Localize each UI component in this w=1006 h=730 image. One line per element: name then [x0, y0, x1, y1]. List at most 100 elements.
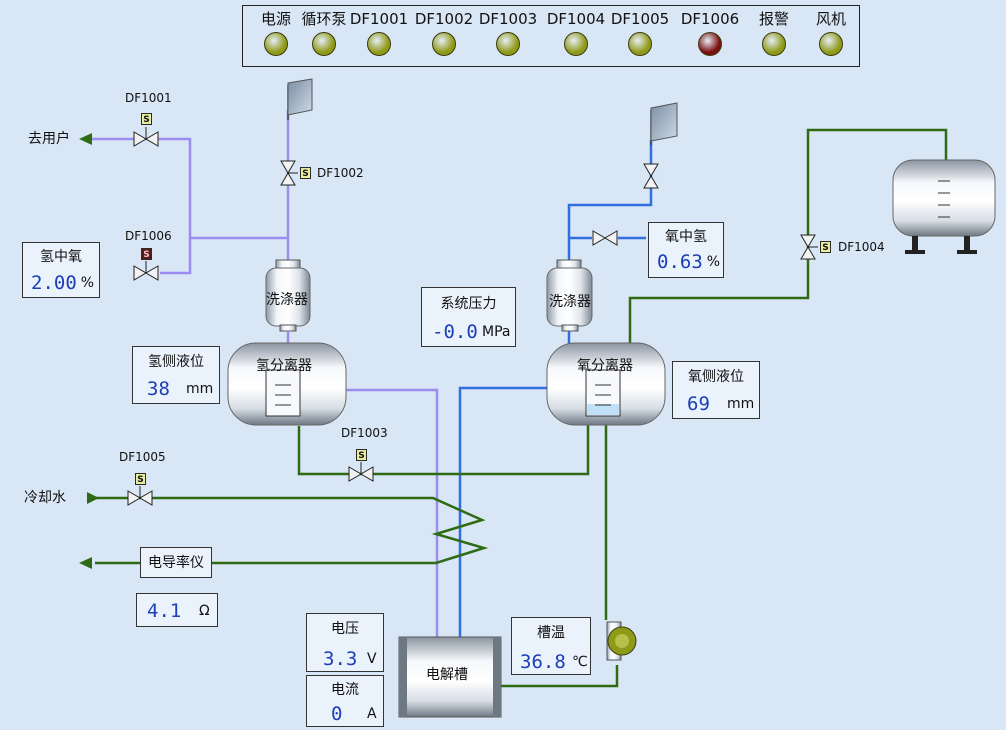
voltage-unit: V: [367, 651, 377, 667]
status-lamp-icon: [698, 32, 722, 56]
valve-df1005-solenoid[interactable]: S: [135, 473, 146, 485]
o2-in-h2-title: 氢中氧: [40, 249, 82, 265]
status-circulation-pump: 循环泵: [289, 8, 359, 56]
valve-icon: [127, 486, 153, 506]
o2-in-h2-unit: %: [80, 275, 95, 291]
h2-scrubber-label: 洗涤器: [266, 292, 308, 308]
valve-df1004-solenoid[interactable]: S: [820, 241, 831, 253]
h2-separator-vessel: [227, 342, 347, 426]
status-label: 循环泵: [301, 10, 347, 28]
valve-df1006-solenoid[interactable]: S: [141, 248, 152, 260]
valve-df1002-solenoid[interactable]: S: [300, 167, 311, 179]
h2-in-o2-readout: 氧中氢 0.63 %: [648, 222, 724, 278]
status-df1005: DF1005: [605, 8, 675, 56]
h2-level-readout: 氢侧液位 38 mm: [132, 346, 220, 404]
status-label: DF1002: [414, 10, 474, 28]
valve-df1002-label: DF1002: [317, 166, 364, 180]
h2-separator-label: 氢分离器: [256, 358, 312, 374]
valve-df1001-label: DF1001: [125, 91, 172, 105]
status-alarm: 报警: [739, 8, 809, 56]
electrolyzer-label: 电解槽: [426, 667, 468, 683]
current-value: 0: [331, 703, 343, 725]
valve-df1001-solenoid[interactable]: S: [141, 113, 152, 125]
valve-icon: [643, 163, 659, 189]
status-label: 风机: [815, 10, 846, 28]
to-user-label: 去用户: [28, 131, 70, 147]
valve-icon: [800, 234, 818, 260]
valve-icon: [133, 127, 159, 147]
status-power: 电源: [241, 8, 311, 56]
valve-icon: [348, 462, 374, 482]
tank-temp-unit: ℃: [572, 654, 588, 670]
o2-level-title: 氧侧液位: [688, 369, 744, 385]
status-lamp-icon: [819, 32, 843, 56]
system-pressure-readout: 系统压力 -0.0 MPa: [421, 287, 516, 347]
o2-scrubber-vessel: [546, 259, 593, 332]
status-df1002: DF1002: [409, 8, 479, 56]
o2-level-unit: mm: [727, 396, 755, 412]
status-lamp-icon: [312, 32, 336, 56]
valve-df1003-label: DF1003: [341, 426, 388, 440]
system-pressure-title: 系统压力: [440, 296, 497, 312]
o2-in-h2-value: 2.00: [31, 272, 77, 294]
h2-level-value: 38: [147, 378, 170, 400]
cooling-water-label: 冷却水: [24, 490, 66, 506]
h2-level-unit: mm: [186, 381, 214, 397]
o2-separator-vessel: [546, 342, 666, 426]
vent-flag-icon: [650, 102, 678, 145]
valve-icon: [592, 230, 618, 246]
status-label: 电源: [260, 10, 291, 28]
drain-arrow-icon: [79, 557, 92, 569]
circulation-pump-icon: [606, 621, 637, 661]
system-pressure-unit: MPa: [482, 324, 511, 340]
h2-in-o2-value: 0.63: [657, 251, 703, 273]
electrolyzer-vessel: [398, 636, 502, 718]
o2-scrubber-label: 洗涤器: [549, 294, 591, 310]
conductivity-value: 4.1: [147, 600, 182, 622]
status-label: 报警: [758, 10, 789, 28]
status-lamp-icon: [367, 32, 391, 56]
conductivity-unit: Ω: [199, 603, 210, 619]
status-lamp-icon: [496, 32, 520, 56]
valve-df1003-solenoid[interactable]: S: [356, 449, 367, 461]
h2-in-o2-unit: %: [706, 254, 721, 270]
current-unit: A: [367, 706, 377, 722]
status-lamp-icon: [762, 32, 786, 56]
o2-separator-label: 氧分离器: [577, 358, 633, 374]
status-label: DF1001: [349, 10, 409, 28]
status-label: DF1006: [680, 10, 740, 28]
o2-level-readout: 氧侧液位 69 mm: [672, 361, 760, 419]
tank-temp-title: 槽温: [537, 625, 565, 641]
conductivity-meter[interactable]: 电导率仪: [140, 547, 212, 578]
o2-in-h2-readout: 氢中氧 2.00 %: [22, 242, 100, 298]
status-lamp-icon: [628, 32, 652, 56]
current-readout: 电流 0 A: [306, 675, 384, 727]
voltage-value: 3.3: [323, 648, 358, 670]
status-label: DF1005: [610, 10, 670, 28]
water-lines: [95, 128, 948, 688]
status-df1004: DF1004: [541, 8, 611, 56]
status-label: DF1003: [478, 10, 538, 28]
tank-temp-readout: 槽温 36.8 ℃: [511, 617, 591, 675]
status-panel: 电源 循环泵 DF1001 DF1002 DF1003 DF1004 DF100…: [242, 5, 860, 67]
to-user-arrow-icon: [79, 133, 92, 145]
status-df1006: DF1006: [675, 8, 745, 56]
current-title: 电流: [331, 682, 359, 698]
status-lamp-icon: [564, 32, 588, 56]
valve-df1005-label: DF1005: [119, 450, 166, 464]
status-label: DF1004: [546, 10, 606, 28]
status-fan: 风机: [796, 8, 866, 56]
voltage-title: 电压: [331, 621, 359, 637]
valve-df1004-label: DF1004: [838, 240, 885, 254]
status-lamp-icon: [264, 32, 288, 56]
status-df1003: DF1003: [473, 8, 543, 56]
h2-level-title: 氢侧液位: [148, 354, 204, 370]
status-lamp-icon: [432, 32, 456, 56]
valve-icon: [280, 160, 298, 186]
h2-in-o2-title: 氧中氢: [665, 229, 707, 245]
conductivity-meter-label: 电导率仪: [148, 555, 204, 571]
conductivity-readout: 4.1 Ω: [136, 593, 218, 627]
valve-icon: [133, 261, 159, 281]
tank-temp-value: 36.8: [520, 651, 566, 673]
o2-level-value: 69: [687, 393, 710, 415]
